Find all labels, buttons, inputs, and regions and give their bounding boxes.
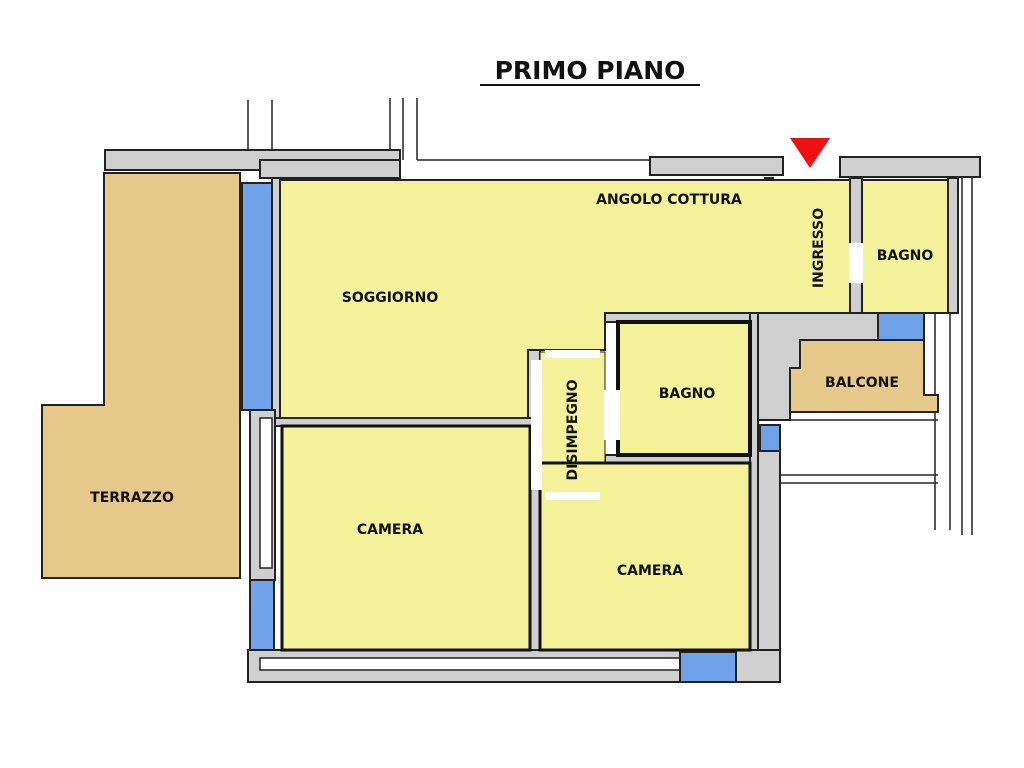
label-camera-2: CAMERA <box>617 563 683 579</box>
label-bagno-1: BAGNO <box>877 248 934 264</box>
exterior-lines <box>247 98 973 535</box>
windows <box>241 182 925 683</box>
label-ingresso: INGRESSO <box>811 208 827 288</box>
door-openings <box>531 243 863 500</box>
room-bagno-2 <box>616 320 752 457</box>
room-camera-2 <box>538 461 752 652</box>
floor-title: PRIMO PIANO <box>495 56 686 85</box>
entrance-arrow-icon <box>790 138 830 168</box>
label-angolo-cottura: ANGOLO COTTURA <box>596 192 742 208</box>
room-camera-1 <box>280 424 532 652</box>
label-camera-1: CAMERA <box>357 522 423 538</box>
room-terrazzo <box>41 172 241 579</box>
label-terrazzo: TERRAZZO <box>90 490 174 506</box>
room-soggiorno <box>279 179 851 419</box>
room-bagno-1 <box>861 179 949 314</box>
label-soggiorno: SOGGIORNO <box>342 290 439 306</box>
room-balcone <box>789 339 939 413</box>
label-bagno-2: BAGNO <box>659 386 716 402</box>
label-disimpegno: DISIMPEGNO <box>565 379 581 480</box>
label-balcone: BALCONE <box>825 375 899 391</box>
